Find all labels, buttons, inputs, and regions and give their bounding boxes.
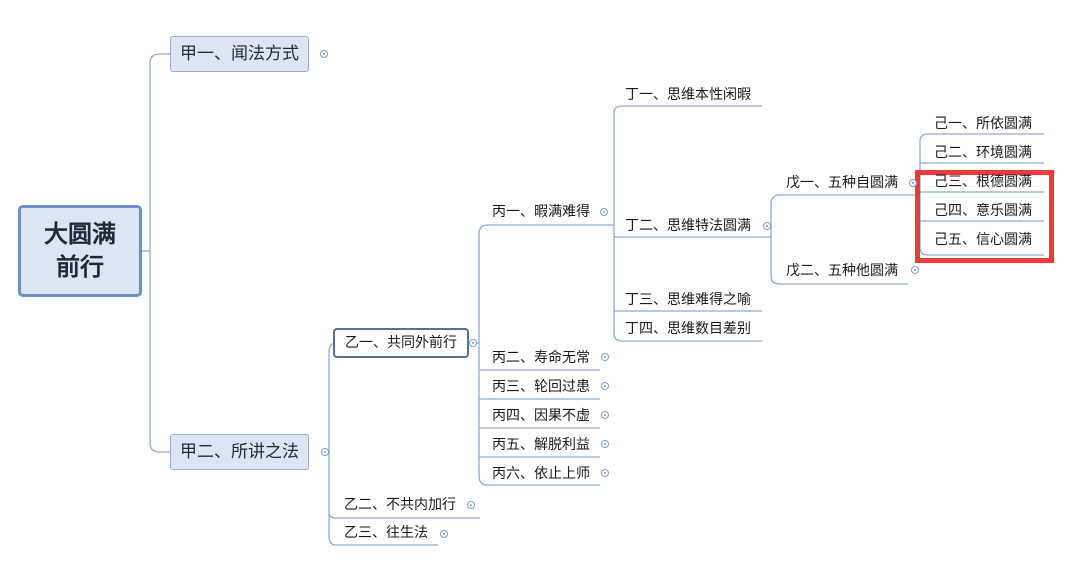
node-wu2[interactable]: 戊二、五种他圆满 [786, 263, 898, 279]
root-node[interactable]: 大圆满 前行 [18, 205, 142, 297]
node-yi2[interactable]: 乙二、不共内加行 [344, 497, 456, 513]
expand-bing3-icon[interactable] [601, 382, 609, 390]
node-ji1[interactable]: 己一、所依圆满 [934, 116, 1032, 132]
collapse-yi1-icon[interactable] [469, 339, 477, 347]
node-bing4[interactable]: 丙四、因果不虚 [492, 408, 590, 424]
collapse-wu1-icon[interactable] [909, 179, 917, 187]
node-bing5[interactable]: 丙五、解脱利益 [492, 437, 590, 453]
node-ji4[interactable]: 己四、意乐圆满 [934, 203, 1032, 219]
expand-bing2-icon[interactable] [601, 353, 609, 361]
collapse-ding2-icon[interactable] [763, 222, 771, 230]
expand-yi2-icon[interactable] [467, 501, 475, 509]
node-ding4[interactable]: 丁四、思维数目差别 [625, 321, 751, 337]
node-wu1[interactable]: 戊一、五种自圆满 [786, 175, 898, 191]
node-bing2[interactable]: 丙二、寿命无常 [492, 350, 590, 366]
node-ding3[interactable]: 丁三、思维难得之喻 [625, 292, 751, 308]
highlight-box [915, 170, 1054, 263]
node-ji5[interactable]: 己五、信心圆满 [934, 232, 1032, 248]
node-yi3[interactable]: 乙三、往生法 [344, 525, 428, 541]
node-bing6[interactable]: 丙六、依止上师 [492, 466, 590, 482]
expand-bing5-icon[interactable] [601, 440, 609, 448]
node-ding2[interactable]: 丁二、思维特法圆满 [625, 218, 751, 234]
node-bing3[interactable]: 丙三、轮回过患 [492, 379, 590, 395]
node-ding1[interactable]: 丁一、思维本性闲暇 [625, 87, 751, 103]
expand-bing4-icon[interactable] [601, 411, 609, 419]
node-jia1[interactable]: 甲一、闻法方式 [170, 36, 309, 72]
expand-wu2-icon[interactable] [911, 266, 919, 274]
collapse-jia2-icon[interactable] [321, 448, 329, 456]
collapse-bing1-icon[interactable] [600, 208, 608, 216]
expand-yi3-icon[interactable] [440, 530, 448, 538]
node-bing1[interactable]: 丙一、暇满难得 [492, 204, 590, 220]
root-label-line1: 大圆满 [44, 220, 116, 248]
node-jia2[interactable]: 甲二、所讲之法 [170, 434, 309, 470]
expand-jia1-icon[interactable] [320, 50, 328, 58]
node-yi1[interactable]: 乙一、共同外前行 [333, 328, 469, 358]
node-ji3[interactable]: 己三、根德圆满 [934, 174, 1032, 190]
root-label-line2: 前行 [56, 253, 104, 281]
node-ji2[interactable]: 己二、环境圆满 [934, 145, 1032, 161]
expand-bing6-icon[interactable] [601, 469, 609, 477]
